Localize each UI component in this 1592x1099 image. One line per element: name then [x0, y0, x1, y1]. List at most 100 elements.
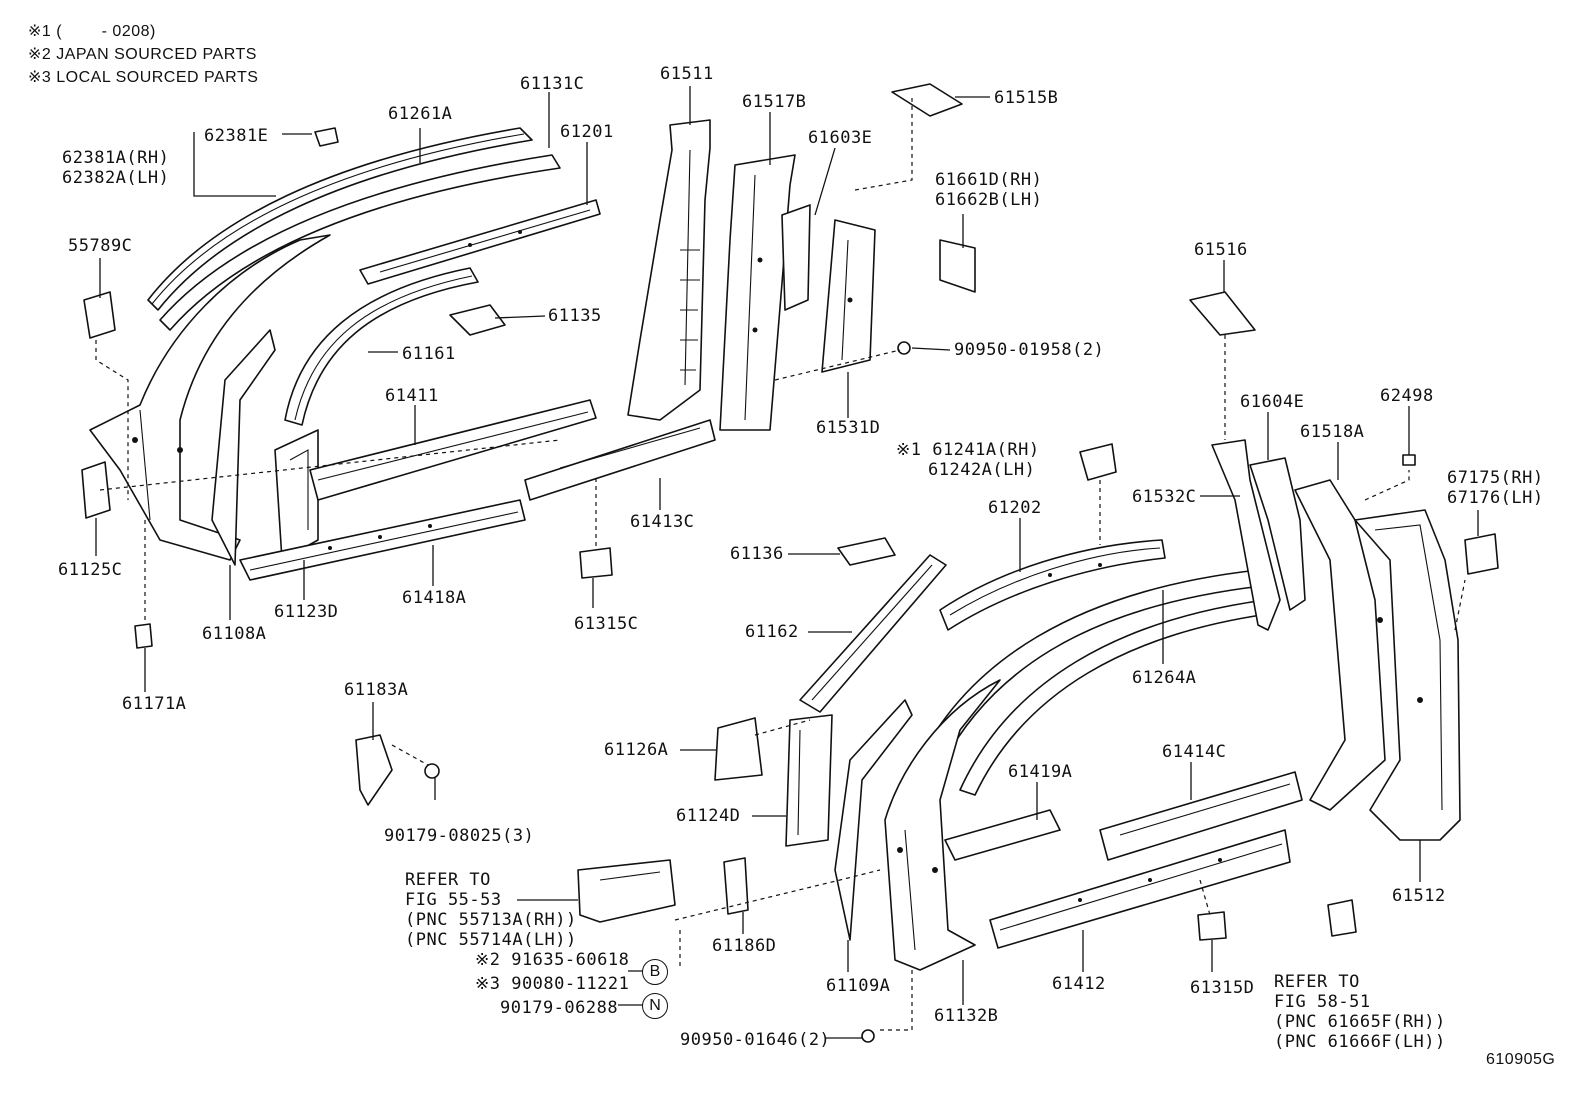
label-61412: 61412: [1052, 974, 1106, 994]
label-61241a: ※1 61241A(RH): [896, 440, 1040, 460]
bracket-61315c: [579, 547, 613, 579]
reinforce-61531d: [821, 219, 876, 373]
bracket-61126a: [714, 717, 763, 781]
bracket-55789c: [83, 291, 116, 339]
bracket-refer-58-51: [1327, 899, 1357, 937]
plug-62498: [1402, 454, 1416, 466]
figure-id: 610905G: [1486, 1051, 1556, 1068]
bracket-61135: [449, 304, 506, 336]
clip-61171a: [134, 623, 153, 649]
note-1: ※1 ( - 0208): [28, 23, 156, 40]
bracket-61516: [1189, 291, 1256, 336]
label-61413c: 61413C: [630, 512, 695, 532]
label-61517b: 61517B: [742, 92, 807, 112]
label-61418a: 61418A: [402, 588, 467, 608]
label-61186d: 61186D: [712, 936, 777, 956]
label-90179-06288: 90179-06288: [500, 998, 619, 1018]
rocker-61411: [309, 399, 597, 501]
label-61132b: 61132B: [934, 1006, 999, 1026]
label-61419a: 61419A: [1008, 762, 1073, 782]
nut-90179-08025: [424, 763, 440, 779]
bracket-61661d: [939, 239, 976, 293]
label-61512: 61512: [1392, 886, 1446, 906]
roof-rail-61202: [939, 539, 1166, 631]
bracket-67175: [1464, 533, 1499, 575]
label-61202: 61202: [988, 498, 1042, 518]
pillar-61604e: [1249, 457, 1306, 611]
bracket-61241a: [1079, 443, 1117, 481]
rocker-61413c: [524, 419, 716, 501]
b-pillar-61511: [627, 119, 711, 421]
label-61136: 61136: [730, 544, 784, 564]
label-90950-01958: 90950-01958(2): [954, 340, 1105, 360]
bracket-61515b: [891, 83, 963, 117]
label-61411: 61411: [385, 386, 439, 406]
callout-b: B: [642, 959, 668, 985]
pillar-61124d: [785, 714, 833, 847]
label-67176: 67176(LH): [1447, 488, 1544, 508]
label-61242a: 61242A(LH): [928, 460, 1036, 480]
a-pillar-61161: [284, 267, 479, 426]
rocker-61414c: [1099, 771, 1303, 861]
pillar-61109a: [834, 699, 913, 941]
pillar-61518a: [1294, 479, 1386, 811]
label-61315c: 61315C: [574, 614, 639, 634]
roof-rail-61261a: [147, 127, 533, 311]
label-61515b: 61515B: [994, 88, 1059, 108]
refer-note-55-53: REFER TO FIG 55-53 (PNC 55713A(RH)) (PNC…: [405, 870, 577, 950]
bracket-61183a: [355, 734, 393, 806]
label-61108a: 61108A: [202, 624, 267, 644]
label-90950-01646: 90950-01646(2): [680, 1030, 831, 1050]
label-62381e: 62381E: [204, 126, 269, 146]
label-61124d: 61124D: [676, 806, 741, 826]
label-91635-60618: ※2 91635-60618: [475, 950, 630, 970]
label-61161: 61161: [402, 344, 456, 364]
clip-90950-01958: [897, 341, 911, 355]
bracket-61186d: [723, 857, 749, 915]
label-61131c: 61131C: [520, 74, 585, 94]
label-61662b: 61662B(LH): [935, 190, 1043, 210]
label-61126a: 61126A: [604, 740, 669, 760]
label-90179-08025: 90179-08025(3): [384, 826, 535, 846]
reinforce-61603e: [781, 204, 811, 311]
callout-n: N: [642, 993, 668, 1019]
bracket-62381e: [314, 127, 339, 147]
bracket-61315d: [1197, 911, 1227, 941]
label-61414c: 61414C: [1162, 742, 1227, 762]
label-61123d: 61123D: [274, 602, 339, 622]
bracket-61136: [837, 537, 896, 566]
rocker-61418a: [239, 499, 526, 581]
label-62498: 62498: [1380, 386, 1434, 406]
label-62381a: 62381A(RH): [62, 148, 170, 168]
label-61162: 61162: [745, 622, 799, 642]
label-61604e: 61604E: [1240, 392, 1305, 412]
label-61532c: 61532C: [1132, 487, 1197, 507]
bracket-refer-55-53: [577, 859, 676, 923]
label-61531d: 61531D: [816, 418, 881, 438]
body-side-outer: [89, 234, 331, 561]
outer-rail: [959, 599, 1269, 796]
label-61264a: 61264A: [1132, 668, 1197, 688]
pillar-61132b: [884, 679, 1001, 971]
rocker-61419a: [944, 809, 1061, 861]
bracket-61125c: [81, 461, 111, 519]
pillar-61123d: [274, 429, 319, 561]
note-3: ※3 LOCAL SOURCED PARTS: [28, 69, 259, 86]
label-61261a: 61261A: [388, 104, 453, 124]
pillar-61512: [1354, 509, 1461, 841]
pillar-61108a: [211, 329, 276, 566]
label-62382a: 62382A(LH): [62, 168, 170, 188]
label-61315d: 61315D: [1190, 978, 1255, 998]
label-61125c: 61125C: [58, 560, 123, 580]
clip-90950-01646: [861, 1029, 875, 1043]
label-61201: 61201: [560, 122, 614, 142]
label-61511: 61511: [660, 64, 714, 84]
label-90080-11221: ※3 90080-11221: [475, 974, 630, 994]
label-61135: 61135: [548, 306, 602, 326]
label-61518a: 61518A: [1300, 422, 1365, 442]
label-61516: 61516: [1194, 240, 1248, 260]
refer-note-58-51: REFER TO FIG 58-51 (PNC 61665F(RH)) (PNC…: [1274, 972, 1446, 1052]
label-67175: 67175(RH): [1447, 468, 1544, 488]
rocker-61412: [989, 829, 1291, 949]
